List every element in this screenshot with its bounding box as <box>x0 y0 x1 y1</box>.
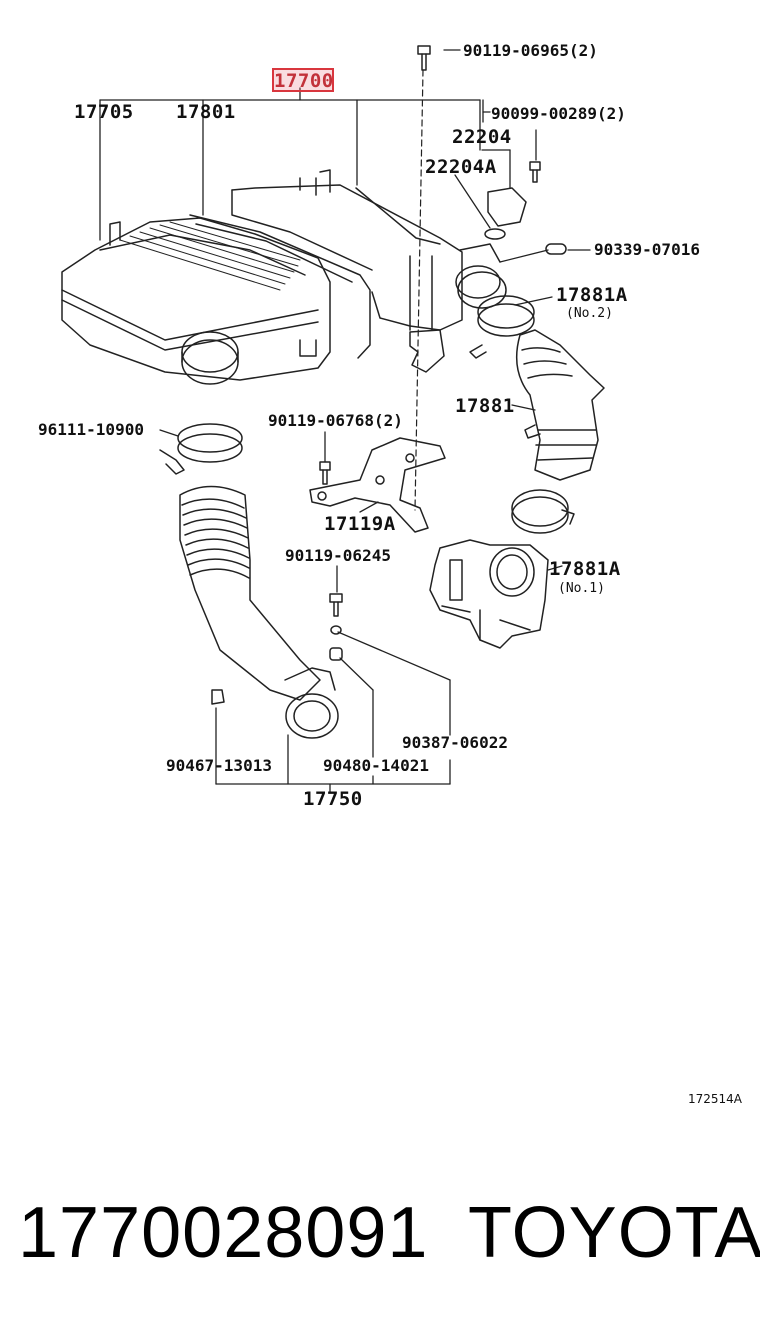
label-no2: (No.2) <box>566 306 613 321</box>
highlight-box <box>272 68 334 92</box>
label-96111-10900[interactable]: 96111-10900 <box>38 420 144 439</box>
label-22204a[interactable]: 22204A <box>425 156 497 178</box>
label-no1: (No.1) <box>558 581 605 596</box>
bracket-17119a <box>309 437 446 533</box>
label-90387-06022[interactable]: 90387-06022 <box>402 733 508 752</box>
label-17881a-no1[interactable]: 17881A <box>549 558 621 580</box>
small-fasteners <box>319 45 567 661</box>
alignment-dash <box>414 69 424 511</box>
label-22204[interactable]: 22204 <box>452 126 512 148</box>
label-17881[interactable]: 17881 <box>455 395 515 417</box>
label-17881a-no2[interactable]: 17881A <box>556 284 628 306</box>
label-90480-14021[interactable]: 90480-14021 <box>323 756 429 775</box>
hose-17750 <box>159 423 339 739</box>
diagram-drawing <box>61 45 605 793</box>
air-cleaner-assembly <box>61 169 507 385</box>
part-number: 1770028091 <box>18 1193 429 1273</box>
throttle-body <box>429 539 549 649</box>
label-17750[interactable]: 17750 <box>303 788 363 810</box>
label-90339-07016[interactable]: 90339-07016 <box>594 240 700 259</box>
label-90467-13013[interactable]: 90467-13013 <box>166 756 272 775</box>
label-90119-06768[interactable]: 90119-06768(2) <box>268 411 403 430</box>
label-17705[interactable]: 17705 <box>74 101 134 123</box>
leader-lines <box>99 49 591 793</box>
brand-name: TOYOTA <box>468 1193 760 1273</box>
label-17119a[interactable]: 17119A <box>324 513 396 535</box>
reference-code: 172514A <box>688 1092 743 1106</box>
parts-diagram: 17700 17705 17801 90119-06965(2) 90099-0… <box>38 41 700 810</box>
hose-17881 <box>469 295 605 534</box>
label-17700[interactable]: 17700 <box>274 70 334 92</box>
label-17801[interactable]: 17801 <box>176 101 236 123</box>
label-90119-06965[interactable]: 90119-06965(2) <box>463 41 598 60</box>
label-90099-00289[interactable]: 90099-00289(2) <box>491 104 626 123</box>
label-90119-06245[interactable]: 90119-06245 <box>285 546 391 565</box>
